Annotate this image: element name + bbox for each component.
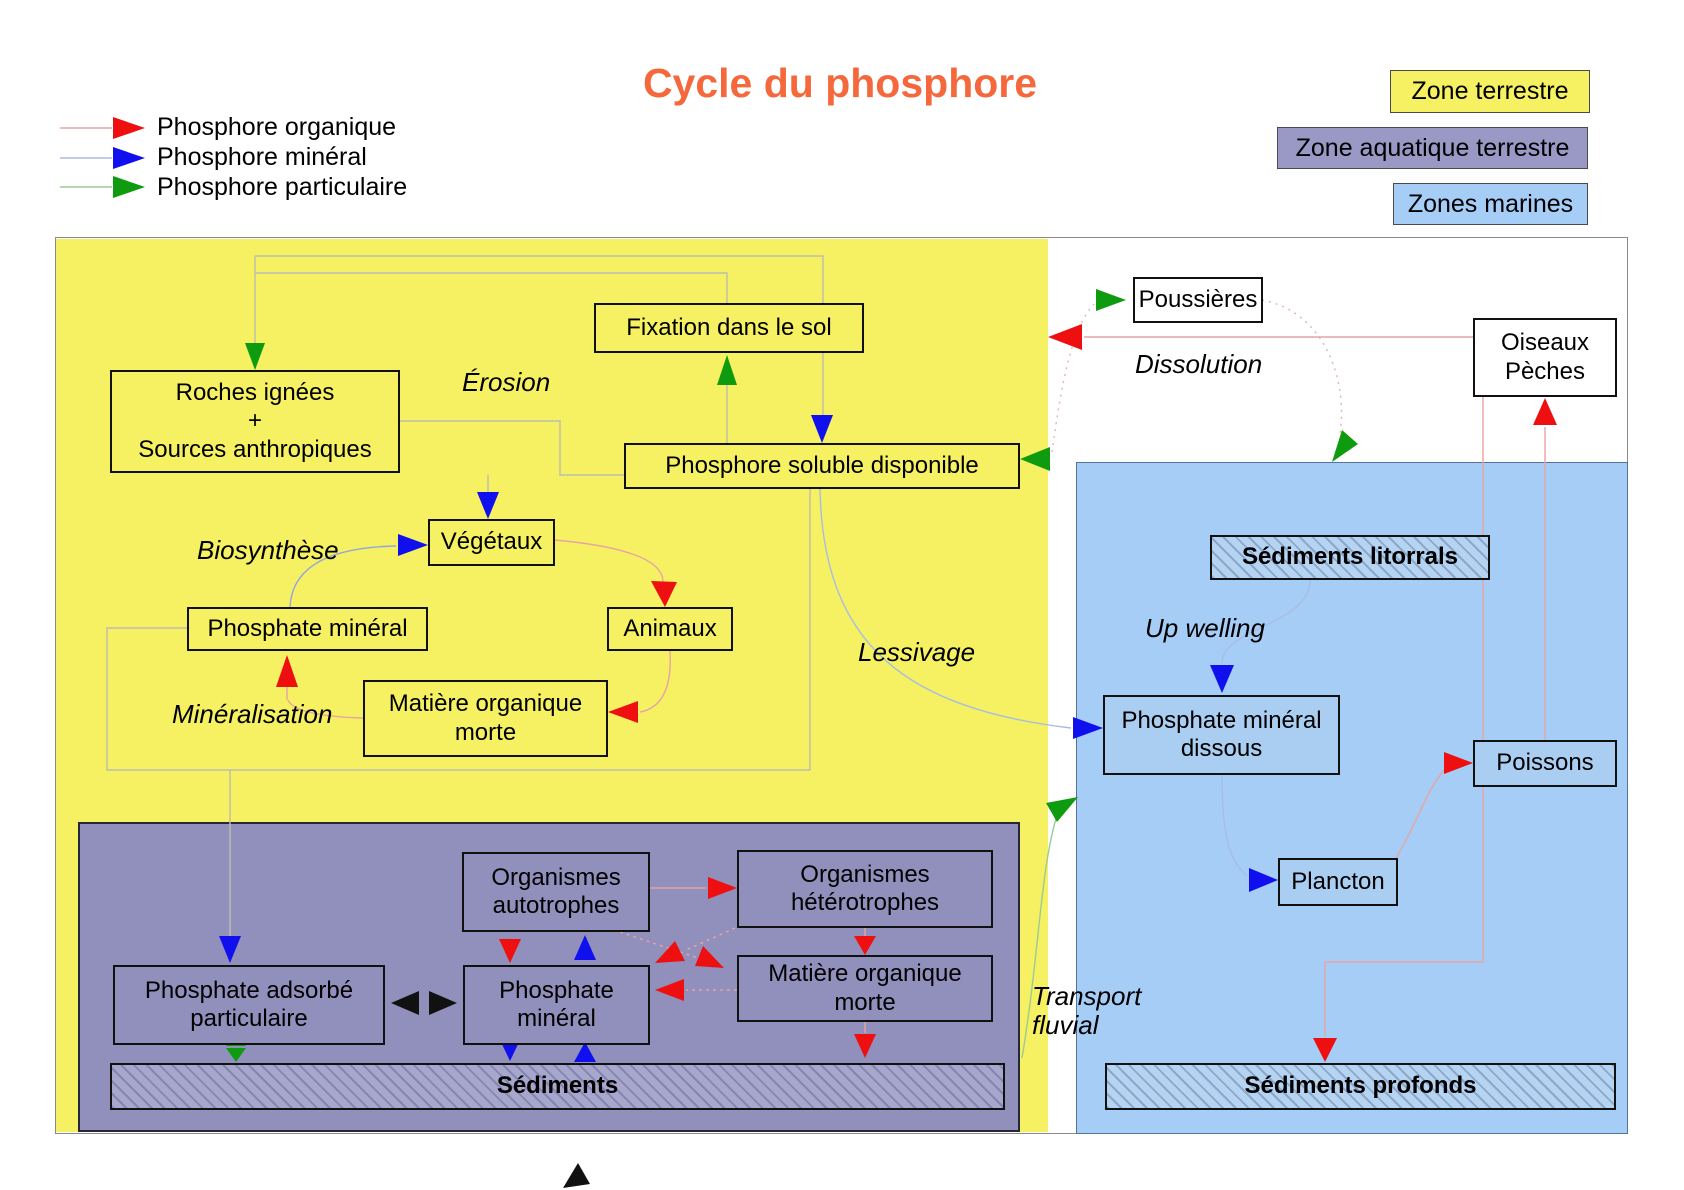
legend-blue-arrow-icon <box>113 147 145 169</box>
node-sediments-profonds: Sédiments profonds <box>1105 1063 1616 1110</box>
zone-key-marines: Zones marines <box>1393 183 1588 225</box>
node-phosphate-mineral-dissous: Phosphate minéral dissous <box>1103 695 1340 775</box>
node-phosphate-mineral-aquatique: Phosphate minéral <box>463 965 650 1045</box>
node-phosphate-adsorbe: Phosphate adsorbé particulaire <box>113 965 385 1045</box>
legend-item-mineral: Phosphore minéral <box>157 143 367 171</box>
node-poussieres: Poussières <box>1133 277 1263 323</box>
node-matiere-organique-morte-aquatique: Matière organique morte <box>737 955 993 1022</box>
legend-green-arrow-icon <box>113 176 145 198</box>
label-dissolution: Dissolution <box>1135 349 1263 379</box>
node-oiseaux-peches: Oiseaux Pèches <box>1473 318 1617 397</box>
node-sediments-litorrals: Sédiments litorrals <box>1210 535 1490 580</box>
node-matiere-organique-morte-sol: Matière organique morte <box>363 680 608 757</box>
node-organismes-heterotrophes: Organismes hétérotrophes <box>737 850 993 928</box>
bottom-black-arrow-icon <box>563 1163 590 1188</box>
zone-key-aquatique: Zone aquatique terrestre <box>1277 127 1588 169</box>
label-erosion: Érosion <box>462 367 551 397</box>
node-organismes-autotrophes: Organismes autotrophes <box>462 852 650 932</box>
node-phosphore-soluble: Phosphore soluble disponible <box>624 443 1020 489</box>
label-upwelling: Up welling <box>1145 613 1265 643</box>
label-lessivage: Lessivage <box>858 637 976 667</box>
node-sediments: Sédiments <box>110 1063 1005 1110</box>
zone-key-terrestre: Zone terrestre <box>1390 70 1590 113</box>
legend-item-organique: Phosphore organique <box>157 113 397 141</box>
node-roches-ignees: Roches ignées + Sources anthropiques <box>110 370 400 473</box>
node-animaux: Animaux <box>607 607 733 651</box>
node-phosphate-mineral-sol: Phosphate minéral <box>187 607 428 651</box>
legend-red-arrow-icon <box>113 117 145 139</box>
label-transport-fluvial: Transport fluvial <box>1032 981 1142 1040</box>
label-biosynthese: Biosynthèse <box>197 535 339 565</box>
node-plancton: Plancton <box>1278 858 1398 906</box>
node-poissons: Poissons <box>1473 740 1617 787</box>
node-vegetaux: Végétaux <box>428 519 555 566</box>
node-fixation-dans-le-sol: Fixation dans le sol <box>594 303 864 353</box>
label-mineralisation: Minéralisation <box>172 699 333 729</box>
page-title: Cycle du phosphore <box>642 60 1038 106</box>
legend-item-particulaire: Phosphore particulaire <box>157 173 408 201</box>
